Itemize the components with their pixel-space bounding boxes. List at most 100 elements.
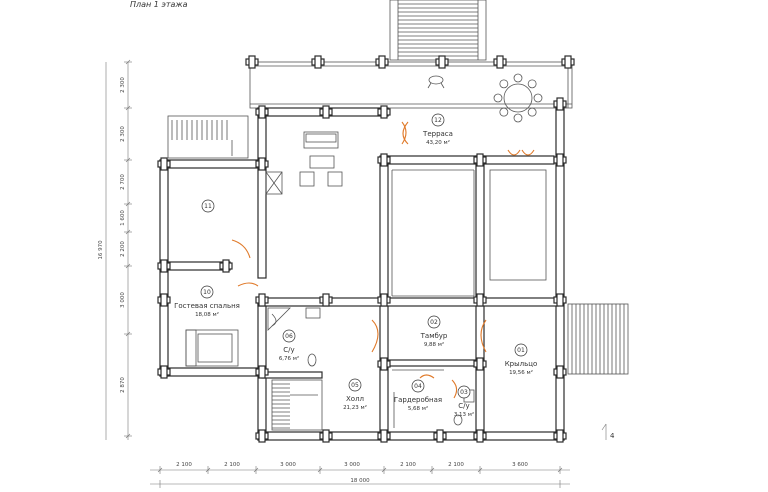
dimension-total-label: 18 000 bbox=[350, 478, 370, 484]
dimension-label: 2 100 bbox=[448, 462, 464, 468]
dimension-label: 2 870 bbox=[120, 377, 126, 393]
dimension-label: 2 100 bbox=[176, 462, 192, 468]
section-mark-icon: 4 bbox=[601, 423, 615, 440]
room-area: 21,23 м² bbox=[343, 404, 367, 411]
terrace-outline bbox=[249, 61, 573, 109]
log-post bbox=[553, 97, 567, 111]
room-name: Крыльцо bbox=[505, 360, 538, 368]
west-staircase bbox=[167, 115, 249, 159]
exterior-walls bbox=[159, 103, 565, 441]
chair-icon bbox=[527, 79, 537, 89]
log-post bbox=[157, 293, 171, 307]
east-porch-staircase bbox=[567, 303, 629, 375]
room-label-11: 11 bbox=[201, 199, 215, 213]
sink-icon bbox=[305, 307, 321, 319]
room-number: 05 bbox=[351, 382, 359, 389]
log-post bbox=[157, 157, 171, 171]
chair-icon bbox=[527, 107, 537, 117]
log-post bbox=[473, 293, 487, 307]
room-number: 02 bbox=[430, 319, 438, 326]
log-post bbox=[561, 55, 575, 69]
log-post bbox=[255, 157, 269, 171]
chair-icon bbox=[513, 73, 523, 83]
room-label-03: 03С/у3,13 м² bbox=[454, 385, 474, 418]
room-number-bubble bbox=[431, 113, 445, 127]
chair-icon bbox=[513, 113, 523, 123]
log-post bbox=[553, 153, 567, 167]
room-area: 3,13 м² bbox=[454, 411, 474, 418]
log-post bbox=[375, 55, 389, 69]
log-post bbox=[377, 153, 391, 167]
log-post bbox=[255, 293, 269, 307]
log-post bbox=[553, 365, 567, 379]
dimension-label: 2 100 bbox=[224, 462, 240, 468]
room-area: 9,88 м² bbox=[424, 341, 444, 348]
room-area: 5,68 м² bbox=[408, 405, 428, 412]
door-swings bbox=[231, 121, 535, 399]
log-corner-posts bbox=[157, 55, 575, 443]
plan-title: План 1 этажа bbox=[130, 0, 188, 9]
room-name: Гостевая спальня bbox=[174, 302, 240, 310]
dimension-label: 2 700 bbox=[120, 174, 126, 190]
room-number: 10 bbox=[203, 289, 211, 296]
dimension-label: 2 300 bbox=[120, 126, 126, 142]
north-staircase bbox=[389, 0, 487, 61]
room-label-06: 06С/у6,76 м² bbox=[279, 329, 299, 362]
log-post bbox=[493, 55, 507, 69]
log-post bbox=[553, 293, 567, 307]
sofa-group-icon bbox=[299, 131, 343, 187]
log-post bbox=[377, 105, 391, 119]
room-number-bubble bbox=[457, 385, 471, 399]
log-post bbox=[255, 105, 269, 119]
chair-icon bbox=[493, 93, 503, 103]
wardrobe-rail bbox=[392, 369, 444, 428]
room-number-bubble bbox=[514, 343, 528, 357]
room-name: С/у bbox=[458, 402, 469, 410]
room-name: Терраса bbox=[422, 130, 453, 138]
log-post bbox=[311, 55, 325, 69]
dimension-label: 2 300 bbox=[120, 77, 126, 93]
dimension-label: 3 600 bbox=[512, 462, 528, 468]
room-area: 43,20 м² bbox=[426, 139, 450, 146]
dimension-label: 3 000 bbox=[120, 292, 126, 308]
room-number-bubble bbox=[427, 315, 441, 329]
log-post bbox=[157, 365, 171, 379]
room-number: 06 bbox=[285, 333, 293, 340]
log-post bbox=[553, 429, 567, 443]
dimension-label: 3 000 bbox=[280, 462, 296, 468]
room-area: 6,76 м² bbox=[279, 355, 299, 362]
log-post bbox=[473, 429, 487, 443]
log-post bbox=[435, 55, 449, 69]
section-mark-label: 4 bbox=[610, 432, 615, 440]
log-post bbox=[245, 55, 259, 69]
hall-staircase bbox=[271, 379, 323, 431]
log-post bbox=[433, 429, 447, 443]
room-area: 19,56 м² bbox=[509, 369, 533, 376]
log-post bbox=[377, 357, 391, 371]
log-post bbox=[377, 429, 391, 443]
toilet-icon bbox=[307, 353, 317, 367]
room-name: Гардеробная bbox=[394, 396, 442, 404]
room-number-bubble bbox=[200, 285, 214, 299]
log-post bbox=[219, 259, 233, 273]
dimension-label: 2 100 bbox=[400, 462, 416, 468]
log-post bbox=[255, 365, 269, 379]
bathtub-icon bbox=[267, 307, 291, 331]
fireplace-icon bbox=[265, 171, 283, 195]
grill-icon bbox=[427, 75, 445, 89]
log-post bbox=[473, 357, 487, 371]
room-number: 01 bbox=[517, 347, 525, 354]
log-post bbox=[377, 293, 391, 307]
room-number-bubble bbox=[282, 329, 296, 343]
chair-icon bbox=[499, 79, 509, 89]
room-number: 04 bbox=[414, 383, 422, 390]
